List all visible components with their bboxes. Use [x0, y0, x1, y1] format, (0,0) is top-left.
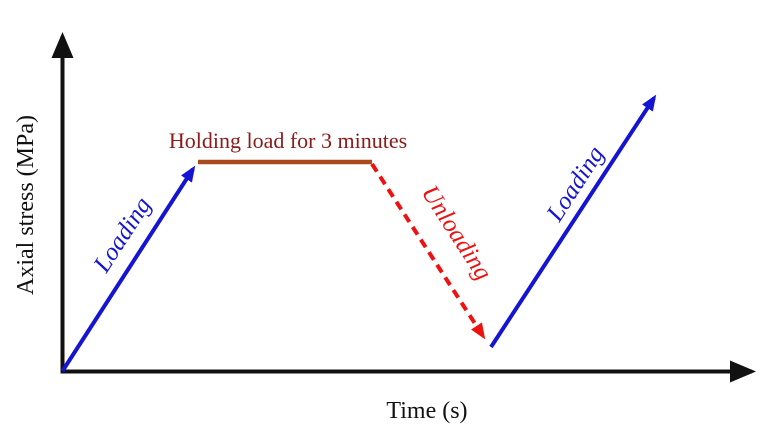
loading-segment-1 — [60, 165, 196, 373]
loading-segment-2 — [489, 94, 657, 349]
holding-label: Holding load for 3 minutes — [169, 128, 407, 153]
unloading-segment — [370, 162, 486, 340]
y-axis-label: Axial stress (MPa) — [13, 115, 39, 295]
x-axis-label: Time (s) — [386, 398, 467, 424]
